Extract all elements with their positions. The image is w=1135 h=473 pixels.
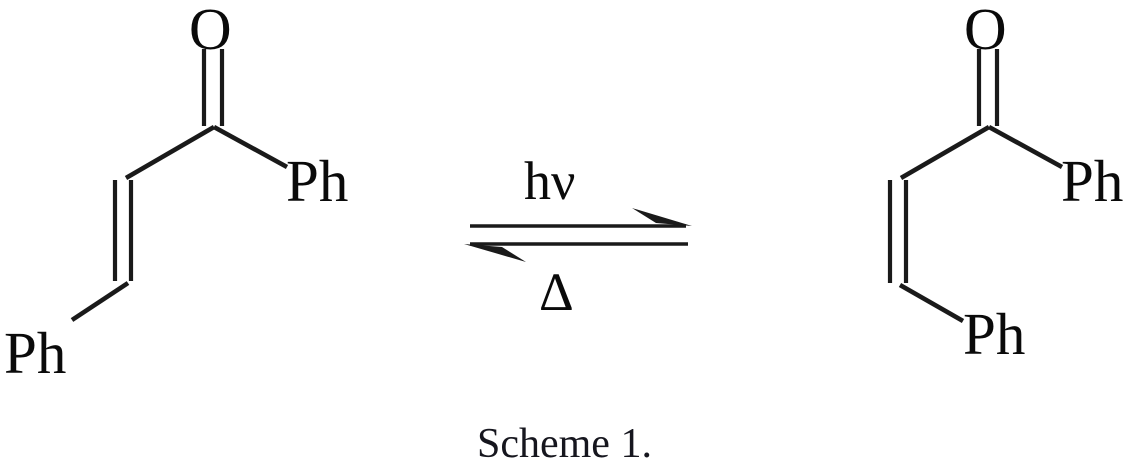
product-vinyl-phenyl-label: Ph (963, 301, 1026, 367)
reactant-structure (70, 49, 289, 322)
product-alkene-double-bond (887, 180, 909, 283)
reverse-arrowhead (464, 244, 526, 262)
reactant-acyl-phenyl-label: Ph (286, 148, 349, 214)
reactant-carbonyl-alpha-bond (124, 125, 216, 180)
reactant-vinyl-phenyl-bond (70, 281, 130, 322)
product-carbonyl-alpha-bond (899, 125, 991, 180)
reactant-acyl-phenyl-bond (212, 124, 289, 170)
reactant-carbonyl-double-bond (201, 49, 225, 126)
forward-arrowhead (632, 208, 692, 226)
equilibrium-arrow (464, 208, 692, 262)
reverse-condition-label: Δ (539, 262, 574, 322)
product-structure (887, 49, 1064, 323)
product-vinyl-phenyl-bond (898, 283, 965, 323)
reactant-alkene-double-bond (112, 180, 134, 281)
forward-condition-label: hν (524, 151, 576, 211)
reactant-carbonyl-oxygen-label: O (189, 0, 232, 62)
product-carbonyl-oxygen-label: O (964, 0, 1007, 62)
scheme-caption: Scheme 1. (477, 421, 652, 467)
product-acyl-phenyl-bond (987, 124, 1064, 170)
reactant-vinyl-phenyl-label: Ph (4, 320, 67, 386)
product-acyl-phenyl-label: Ph (1061, 148, 1124, 214)
product-carbonyl-double-bond (976, 49, 1000, 126)
